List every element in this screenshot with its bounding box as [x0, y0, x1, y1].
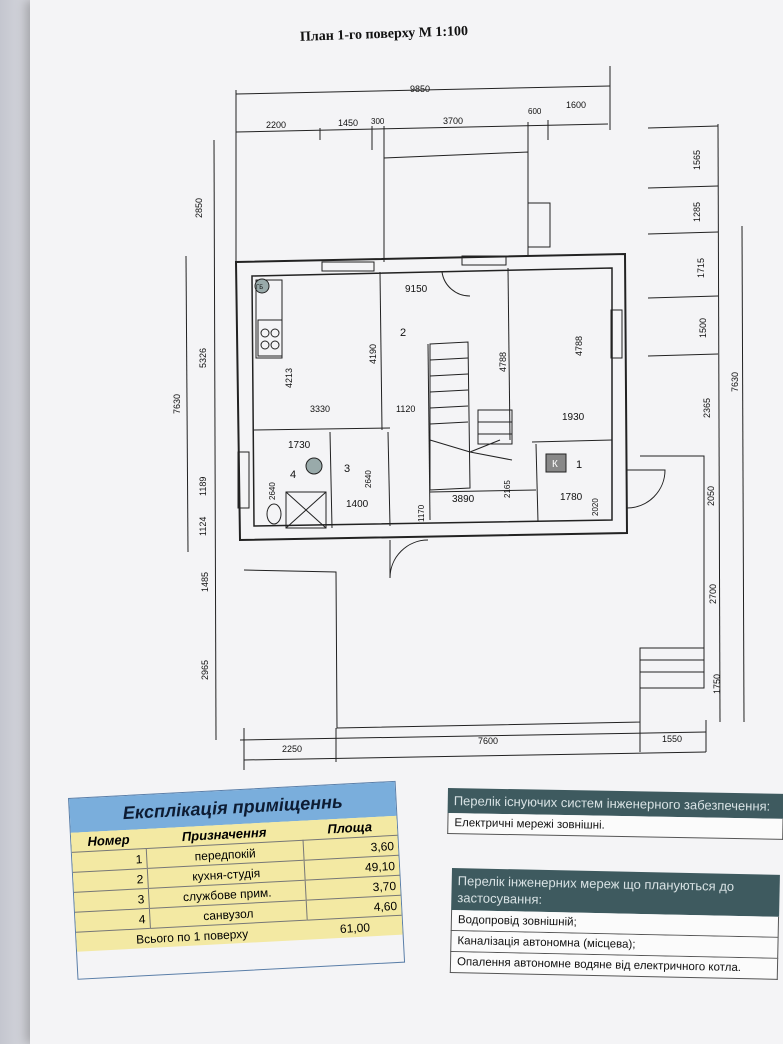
dim-right-1715: 1715 — [696, 258, 706, 278]
dim-600: 600 — [528, 107, 542, 116]
exterior-wall-outer — [234, 252, 629, 542]
dim-3330: 3330 — [310, 404, 330, 414]
wall-hall-left — [535, 443, 539, 523]
dim-left-1485: 1485 — [200, 572, 210, 592]
gas-boiler-symbol — [254, 278, 270, 294]
planned-networks-title: Перелік інженерних мереж що плануються д… — [451, 868, 780, 917]
wall-hall-top — [531, 439, 613, 443]
dim-3890: 3890 — [452, 494, 475, 505]
dim-right-2050: 2050 — [706, 486, 716, 506]
entrance-door — [626, 469, 666, 509]
dim-right-1500: 1500 — [698, 318, 708, 338]
dim-2165: 2165 — [503, 480, 512, 498]
exterior-steps — [639, 647, 705, 689]
dim-bottom-7600: 7600 — [478, 736, 498, 746]
wall-bath-divider — [329, 431, 333, 529]
dim-1780: 1780 — [560, 492, 583, 503]
dim-left-7630: 7630 — [172, 394, 182, 414]
dim-2020: 2020 — [591, 498, 600, 516]
bath-door — [389, 539, 429, 579]
floor-plan: 9850 2200 1450 300 3700 600 1600 2850 53… — [172, 66, 745, 770]
staircase — [429, 341, 471, 491]
dim-right-1750: 1750 — [712, 674, 722, 694]
dim-4213: 4213 — [284, 368, 294, 388]
dim-1600: 1600 — [566, 100, 586, 110]
dim-1170: 1170 — [417, 504, 426, 522]
window-top-1 — [321, 261, 375, 272]
kitchen-counter — [255, 279, 283, 359]
dim-left-5326: 5326 — [198, 348, 208, 368]
total-area: 61,00 — [307, 915, 403, 940]
gas-boiler-label: ГБ — [256, 285, 263, 291]
wall-kitchen-divider — [379, 271, 383, 431]
dim-right-7630: 7630 — [730, 372, 740, 392]
page-edge — [0, 0, 30, 1044]
exterior-wall-inner — [251, 267, 613, 527]
kitchen-door — [441, 271, 471, 297]
dim-bottom-1550: 1550 — [662, 734, 682, 744]
wall-kitchen-bottom — [253, 427, 391, 431]
room-number-4: 4 — [290, 469, 296, 481]
wall-right-divider — [507, 267, 511, 441]
dim-left-2850: 2850 — [194, 198, 204, 218]
dim-2200: 2200 — [266, 120, 286, 130]
top-annex-door — [527, 202, 551, 248]
cooktop — [257, 319, 283, 357]
explication-table: Експлікація приміщеннь Номер Призначення… — [68, 780, 406, 980]
dim-9150: 9150 — [405, 284, 428, 295]
dim-4190: 4190 — [368, 344, 378, 364]
dim-1930: 1930 — [562, 412, 585, 423]
room-number-2: 2 — [400, 327, 406, 339]
room-number-3: 3 — [344, 463, 350, 475]
dim-4788-a: 4788 — [498, 352, 508, 372]
dim-right-1285: 1285 — [692, 202, 702, 222]
dim-4788-b: 4788 — [574, 336, 584, 356]
window-top-2 — [461, 255, 507, 266]
dim-2640-b: 2640 — [364, 470, 373, 488]
shower-tray — [285, 491, 327, 529]
dim-1400: 1400 — [346, 499, 369, 510]
dim-3700: 3700 — [443, 116, 463, 126]
dim-9850: 9850 — [410, 84, 430, 94]
boiler-symbol — [545, 453, 567, 473]
stair-landing — [477, 409, 513, 445]
window-left — [237, 451, 250, 509]
toilet — [266, 503, 282, 525]
existing-systems-panel: Перелік існуючих систем інженерного забе… — [447, 788, 783, 840]
room-number-1: 1 — [576, 459, 582, 471]
washbasin — [305, 457, 323, 475]
dim-left-1124: 1124 — [198, 517, 208, 536]
dim-2640-a: 2640 — [268, 482, 277, 500]
dim-right-2365: 2365 — [702, 398, 712, 418]
dim-1450: 1450 — [338, 118, 358, 128]
dim-1730: 1730 — [288, 440, 311, 451]
wall-bath-right — [387, 431, 391, 527]
dim-right-1565: 1565 — [692, 150, 702, 170]
dim-right-2700: 2700 — [708, 584, 718, 604]
dim-left-2965: 2965 — [200, 660, 210, 680]
dim-300: 300 — [371, 117, 385, 126]
dim-left-1189: 1189 — [198, 477, 208, 496]
top-annex — [383, 151, 529, 262]
wall-stair-bottom — [429, 489, 537, 493]
dim-1120: 1120 — [396, 404, 415, 414]
boiler-label: К — [552, 459, 558, 470]
wall-stair-left — [427, 343, 431, 521]
dim-bottom-2250: 2250 — [282, 744, 302, 754]
planned-networks-panel: Перелік інженерних мереж що плануються д… — [449, 868, 780, 980]
window-right — [610, 309, 623, 359]
